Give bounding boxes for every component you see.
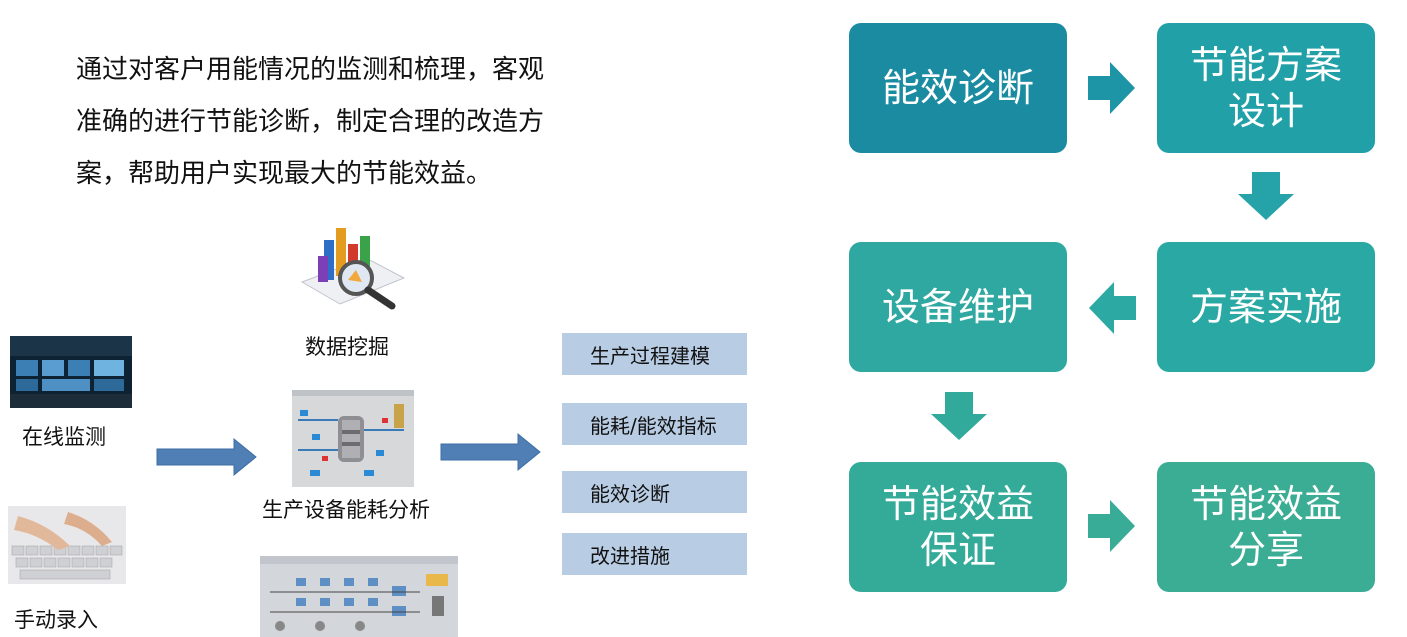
arrow-right-icon [440,432,541,472]
step-benefit-guarantee: 节能效益保证 [849,462,1067,592]
intro-paragraph: 通过对客户用能情况的监测和梳理，客观准确的进行节能诊断，制定合理的改造方案，帮助… [76,55,545,189]
step-plan-implementation: 方案实施 [1157,242,1375,372]
manual-entry-label: 手动录入 [14,608,98,632]
data-mining-icon [296,222,408,312]
step-efficiency-diagnosis: 能效诊断 [849,23,1067,153]
arrow-down-icon [1238,172,1294,220]
arrow-right-icon [1088,500,1135,552]
arrow-right-icon [1088,62,1135,114]
metric-energy-indicator: 能耗/能效指标 [562,403,747,445]
metric-process-modeling: 生产过程建模 [562,333,747,375]
control-room-photo [10,336,132,408]
metric-improvement-measures: 改进措施 [562,533,747,575]
arrow-down-icon [931,392,987,440]
data-mining-label: 数据挖掘 [305,335,389,359]
arrow-right-icon [156,437,257,477]
equipment-analysis-label: 生产设备能耗分析 [262,498,430,522]
process-scada-screen [260,556,458,637]
metric-efficiency-diagnosis: 能效诊断 [562,471,747,513]
online-monitor-label: 在线监测 [22,425,106,449]
equipment-scada-screen [292,390,414,487]
step-benefit-sharing: 节能效益分享 [1157,462,1375,592]
step-equipment-maintenance: 设备维护 [849,242,1067,372]
keyboard-photo [8,506,126,584]
arrow-left-icon [1089,282,1136,334]
step-plan-design: 节能方案设计 [1157,23,1375,153]
